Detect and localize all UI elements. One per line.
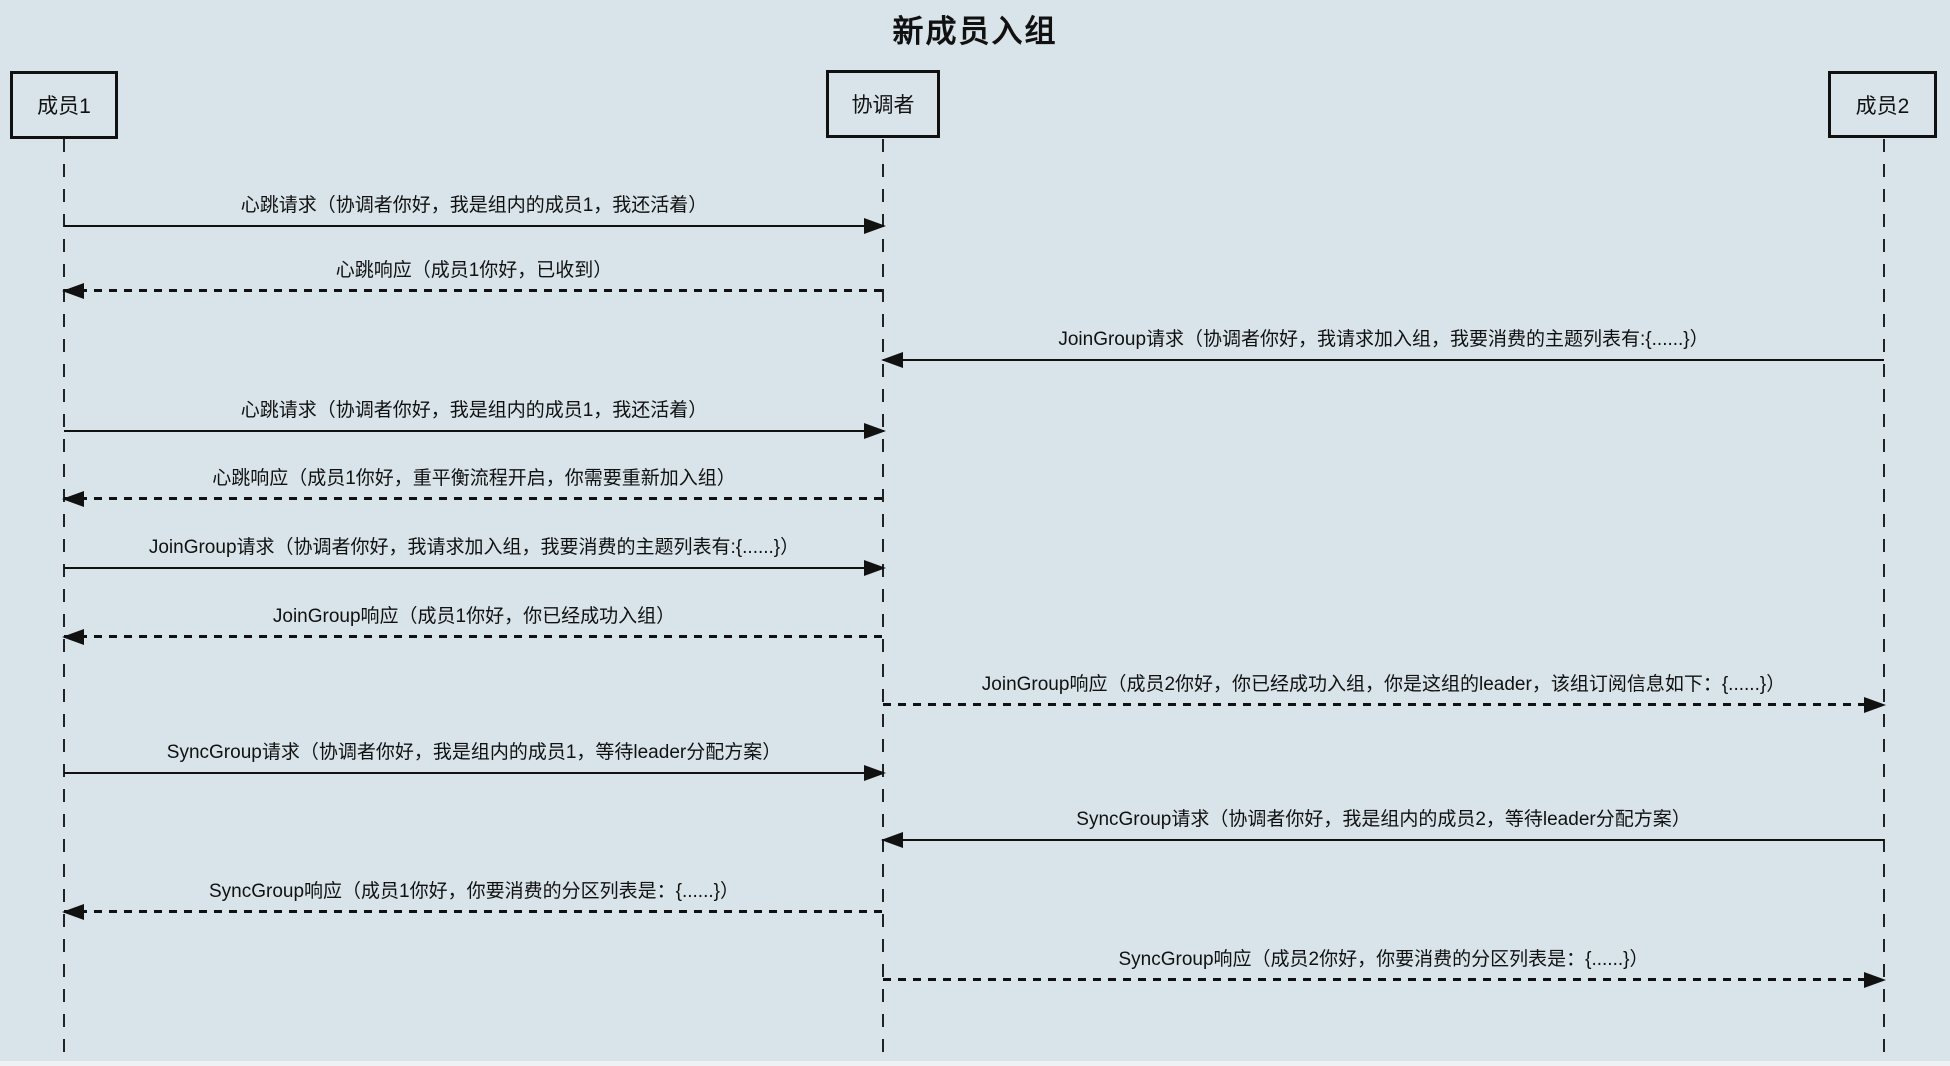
message-5-label: 心跳响应（成员1你好，重平衡流程开启，你需要重新加入组） [212,468,736,489]
message-12-label: SyncGroup响应（成员2你好，你要消费的分区列表是：{......}） [1118,949,1649,970]
message-7-label: JoinGroup响应（成员1你好，你已经成功入组） [272,606,676,627]
lifeline-member1 [63,139,65,1061]
arrowhead-right-icon [864,560,886,576]
arrowhead-left-icon [62,904,84,920]
message-11-syncgroup-response-member1: SyncGroup响应（成员1你好，你要消费的分区列表是：{......}） [62,873,884,920]
actor-label-member2: 成员2 [1855,94,1910,118]
diagram-title: 新成员入组 [892,14,1058,49]
message-2-heartbeat-response: 心跳响应（成员1你好，已收到） [62,252,884,299]
message-9-label: SyncGroup请求（协调者你好，我是组内的成员1，等待leader分配方案） [166,742,782,763]
message-10-label: SyncGroup请求（协调者你好，我是组内的成员2，等待leader分配方案） [1076,809,1691,830]
arrowhead-left-icon [881,352,903,368]
message-4-heartbeat-request: 心跳请求（协调者你好，我是组内的成员1，我还活着） [64,392,886,439]
message-1-heartbeat-request: 心跳请求（协调者你好，我是组内的成员1，我还活着） [64,187,886,234]
arrowhead-right-icon [1864,697,1886,713]
actor-label-coordinator: 协调者 [851,94,915,117]
arrowhead-right-icon [864,423,886,439]
message-6-line [64,567,884,569]
message-3-joingroup-request-member2: JoinGroup请求（协调者你好，我请求加入组，我要消费的主题列表有:{...… [881,321,1884,368]
message-9-line [64,772,884,774]
message-10-line [883,839,1884,841]
message-7-joingroup-response-member1: JoinGroup响应（成员1你好，你已经成功入组） [62,598,884,645]
message-12-line [883,978,1884,981]
message-7-line [64,635,884,638]
lifeline-member2 [1883,139,1885,1061]
arrowhead-left-icon [881,832,903,848]
actor-box-coordinator: 协调者 [826,70,940,138]
message-1-line [64,225,884,227]
message-5-line [64,497,884,500]
message-11-line [64,910,884,913]
message-4-label: 心跳请求（协调者你好，我是组内的成员1，我还活着） [240,400,708,421]
message-8-joingroup-response-member2: JoinGroup响应（成员2你好，你已经成功入组，你是这组的leader，该组… [883,666,1886,713]
message-11-label: SyncGroup响应（成员1你好，你要消费的分区列表是：{......}） [209,881,739,902]
lifeline-coordinator [882,139,884,1061]
message-6-joingroup-request-member1: JoinGroup请求（协调者你好，我请求加入组，我要消费的主题列表有:{...… [64,529,886,576]
actor-box-member2: 成员2 [1828,71,1937,138]
arrowhead-left-icon [62,491,84,507]
message-5-heartbeat-response-rebalance: 心跳响应（成员1你好，重平衡流程开启，你需要重新加入组） [62,460,884,507]
message-10-syncgroup-request-member2: SyncGroup请求（协调者你好，我是组内的成员2，等待leader分配方案） [881,801,1884,848]
arrowhead-right-icon [864,765,886,781]
message-2-label: 心跳响应（成员1你好，已收到） [335,260,613,281]
arrowhead-right-icon [1864,972,1886,988]
arrowhead-left-icon [62,283,84,299]
message-12-syncgroup-response-member2: SyncGroup响应（成员2你好，你要消费的分区列表是：{......}） [883,941,1886,988]
message-3-label: JoinGroup请求（协调者你好，我请求加入组，我要消费的主题列表有:{...… [1058,329,1709,350]
arrowhead-right-icon [864,218,886,234]
actor-label-member1: 成员1 [37,95,91,118]
message-4-line [64,430,884,432]
message-2-line [64,289,884,292]
message-8-line [883,703,1884,706]
actor-box-member1: 成员1 [10,71,118,139]
message-1-label: 心跳请求（协调者你好，我是组内的成员1，我还活着） [240,195,708,216]
message-6-label: JoinGroup请求（协调者你好，我请求加入组，我要消费的主题列表有:{...… [148,537,800,558]
message-8-label: JoinGroup响应（成员2你好，你已经成功入组，你是这组的leader，该组… [981,674,1786,695]
message-9-syncgroup-request-member1: SyncGroup请求（协调者你好，我是组内的成员1，等待leader分配方案） [64,734,886,781]
message-3-line [883,359,1884,361]
arrowhead-left-icon [62,629,84,645]
